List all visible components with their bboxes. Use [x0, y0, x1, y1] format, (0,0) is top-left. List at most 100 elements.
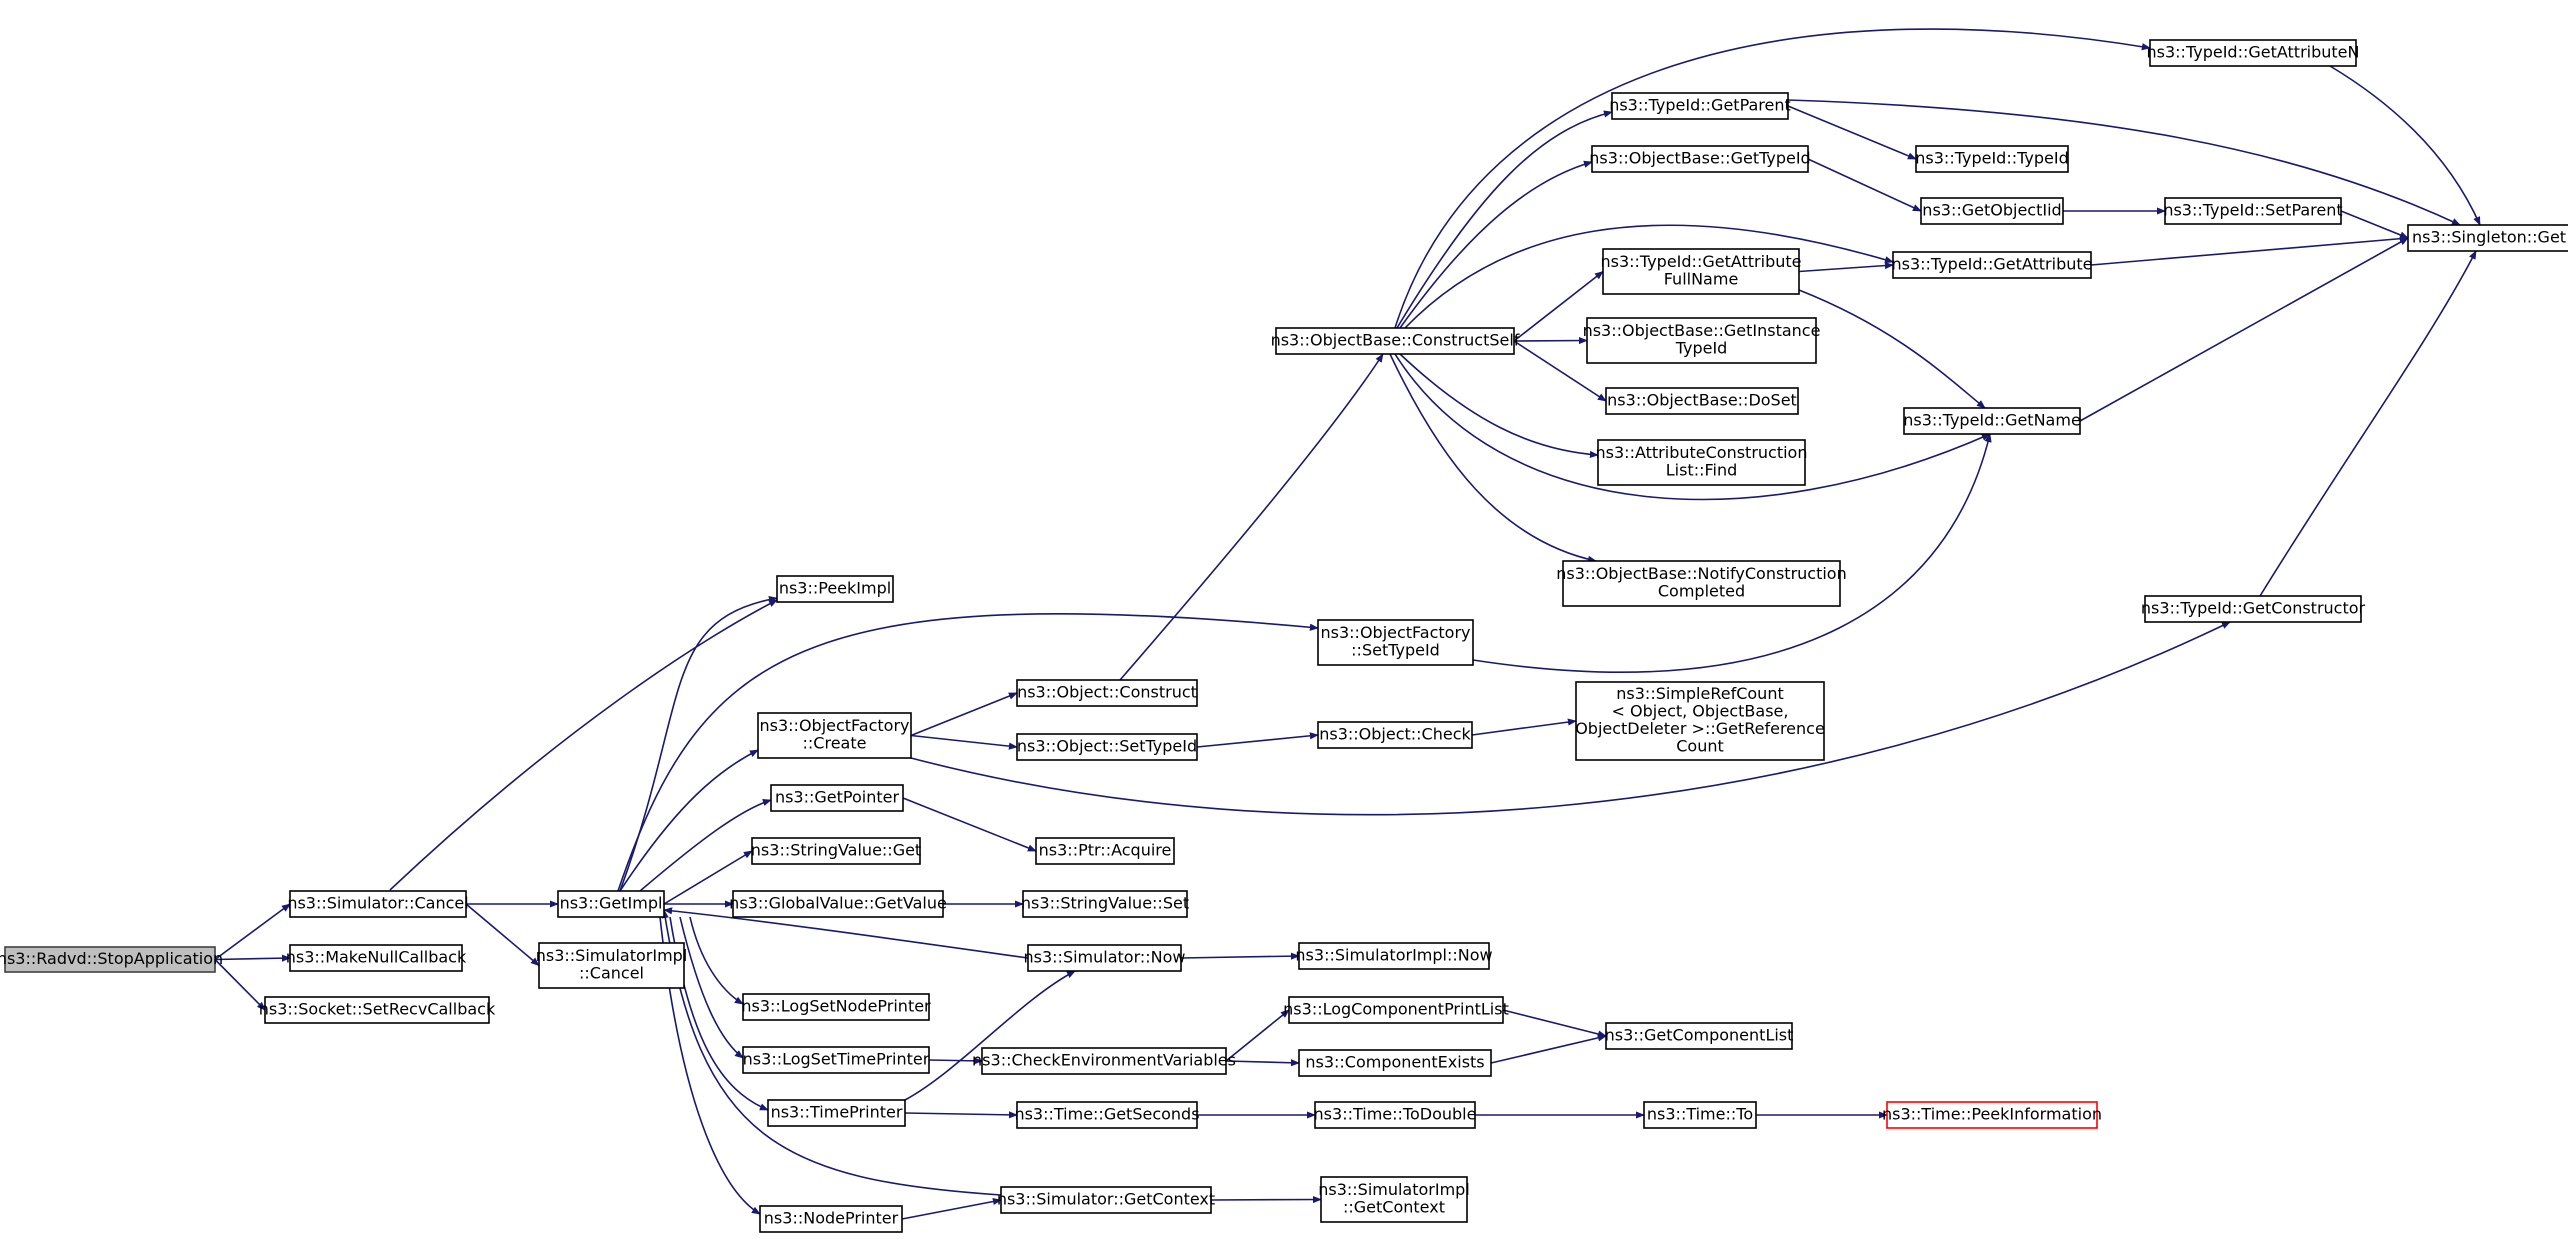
node-box [1016, 679, 1198, 707]
edge-objectbase-gettypeid-to-getobjectiid [1807, 158, 1922, 212]
edges [214, 28, 2481, 1220]
node-box [1611, 92, 1789, 120]
node-constructself[interactable]: ns3::ObjectBase::ConstructSelf [1271, 327, 1520, 355]
node-make-null-cb[interactable]: ns3::MakeNullCallback [286, 944, 467, 972]
node-stringvalue-get[interactable]: ns3::StringValue::Get [751, 837, 921, 865]
node-sim-cancel[interactable]: ns3::Simulator::Cancel [287, 890, 469, 918]
node-logsettimeprinter[interactable]: ns3::LogSetTimePrinter [742, 1046, 930, 1074]
node-singleton-get[interactable]: ns3::Singleton::Get [2407, 224, 2568, 252]
node-box [2149, 39, 2357, 67]
node-objectbase-notify[interactable]: ns3::ObjectBase::NotifyConstructionCompl… [1556, 560, 1847, 607]
node-typeid-typeid[interactable]: ns3::TypeId::TypeId [1915, 145, 2069, 173]
edge-simulator-now-to-getimpl [663, 907, 1029, 959]
edge-getimpl-to-objfactory-settypeid [617, 612, 1319, 892]
node-simplerefcount[interactable]: ns3::SimpleRefCount< Object, ObjectBase,… [1575, 681, 1825, 761]
node-label: ::GetContext [1343, 1198, 1445, 1217]
node-box [557, 890, 665, 918]
node-nodeprinter[interactable]: ns3::NodePrinter [759, 1205, 903, 1233]
node-label: ns3::CheckEnvironmentVariables [972, 1050, 1236, 1069]
node-label: ns3::GetComponentList [1605, 1025, 1794, 1044]
node-getpointer[interactable]: ns3::GetPointer [770, 784, 904, 812]
node-box [289, 944, 463, 972]
node-label: ns3::TypeId::GetConstructor [2141, 598, 2366, 617]
node-box [1597, 439, 1806, 486]
node-socket-setrecv[interactable]: ns3::Socket::SetRecvCallback [259, 996, 496, 1024]
edge-getimpl-to-logsettimeprinter [679, 916, 744, 1059]
node-time-peekinformation[interactable]: ns3::Time::PeekInformation [1882, 1101, 2102, 1129]
edge-objfactory-create-to-object-construct [910, 692, 1018, 737]
node-time-getseconds[interactable]: ns3::Time::GetSeconds [1014, 1101, 1200, 1129]
node-typeid-getparent[interactable]: ns3::TypeId::GetParent [1609, 92, 1791, 120]
node-typeid-getname[interactable]: ns3::TypeId::GetName [1903, 407, 2081, 435]
node-simulator-now[interactable]: ns3::Simulator::Now [1024, 944, 1186, 972]
node-timeprinter[interactable]: ns3::TimePrinter [767, 1099, 906, 1127]
node-logsetnodeprinter[interactable]: ns3::LogSetNodePrinter [741, 993, 931, 1021]
node-ptr-acquire[interactable]: ns3::Ptr::Acquire [1035, 837, 1175, 865]
node-box [1903, 407, 2081, 435]
node-getimpl[interactable]: ns3::GetImpl [557, 890, 665, 918]
node-label: ns3::Object::Check [1319, 724, 1471, 743]
node-label: ns3::TypeId::GetName [1903, 410, 2081, 429]
node-box [1562, 560, 1841, 607]
node-typeid-setparent[interactable]: ns3::TypeId::SetParent [2163, 197, 2343, 225]
node-radvd-stop[interactable]: ns3::Radvd::StopApplication [0, 946, 223, 973]
node-box [2144, 595, 2362, 623]
node-box [742, 1046, 930, 1074]
node-objfactory-create[interactable]: ns3::ObjectFactory::Create [757, 712, 912, 759]
node-label: ns3::Time::PeekInformation [1882, 1104, 2102, 1123]
node-checkenv[interactable]: ns3::CheckEnvironmentVariables [972, 1047, 1236, 1075]
node-typeid-getconstructor[interactable]: ns3::TypeId::GetConstructor [2141, 595, 2366, 623]
node-label: ns3::SimpleRefCount [1616, 684, 1783, 703]
node-time-to[interactable]: ns3::Time::To [1643, 1101, 1757, 1129]
node-typeid-getattributen[interactable]: ns3::TypeId::GetAttributeN [2147, 39, 2360, 67]
node-label: ns3::ObjectBase::GetInstance [1583, 321, 1821, 340]
node-simulator-getcontext[interactable]: ns3::Simulator::GetContext [997, 1186, 1215, 1214]
node-stringvalue-set[interactable]: ns3::StringValue::Set [1021, 890, 1189, 918]
node-objectbase-gettypeid[interactable]: ns3::ObjectBase::GetTypeId [1589, 145, 1811, 173]
node-simimpl-cancel[interactable]: ns3::SimulatorImpl::Cancel [536, 942, 688, 989]
node-peekimpl[interactable]: ns3::PeekImpl [776, 575, 894, 603]
edge-radvd-stop-to-sim-cancel [214, 903, 291, 961]
edge-constructself-to-attrconstlist-find [1399, 353, 1599, 458]
node-typeid-getattribute[interactable]: ns3::TypeId::GetAttribute [1891, 251, 2093, 279]
node-time-todouble[interactable]: ns3::Time::ToDouble [1314, 1101, 1477, 1129]
node-globalvalue-getvalue[interactable]: ns3::GlobalValue::GetValue [729, 890, 947, 918]
node-label: ns3::Radvd::StopApplication [0, 949, 223, 968]
edge-logsettimeprinter-to-checkenv [928, 1057, 983, 1065]
node-label: ns3::SimulatorImpl [536, 946, 688, 965]
edge-checkenv-to-componentexists [1225, 1059, 1300, 1067]
node-box [1022, 890, 1188, 918]
node-logcomponentprintlist[interactable]: ns3::LogComponentPrintList [1283, 996, 1509, 1024]
node-box [767, 1099, 906, 1127]
node-box [1602, 248, 1800, 295]
edge-constructself-to-objectbase-gettypeid [1399, 160, 1593, 329]
node-object-construct[interactable]: ns3::Object::Construct [1016, 679, 1198, 707]
node-box [1298, 1049, 1492, 1077]
node-label: List::Find [1666, 461, 1738, 480]
node-object-settypeid[interactable]: ns3::Object::SetTypeId [1016, 733, 1198, 761]
node-label: ns3::GetPointer [775, 787, 900, 806]
node-box [1886, 1101, 2098, 1129]
node-getobjectiid[interactable]: ns3::GetObjectIid [1920, 197, 2064, 225]
node-label: ::SetTypeId [1351, 641, 1440, 660]
node-object-check[interactable]: ns3::Object::Check [1317, 721, 1473, 749]
node-label: Count [1676, 737, 1724, 756]
edge-sim-cancel-to-peekimpl [389, 599, 778, 891]
node-simimpl-now[interactable]: ns3::SimulatorImpl::Now [1295, 942, 1493, 970]
node-label: ns3::ObjectFactory [1321, 623, 1471, 642]
edge-typeid-getparent-to-singleton-get [1787, 99, 2461, 226]
node-box [759, 1205, 903, 1233]
node-box [1035, 837, 1175, 865]
node-objectbase-doset[interactable]: ns3::ObjectBase::DoSet [1605, 387, 1799, 415]
node-getcomponentlist[interactable]: ns3::GetComponentList [1605, 1022, 1794, 1050]
nodes: ns3::Radvd::StopApplicationns3::Simulato… [0, 39, 2568, 1233]
edge-typeid-getattributen-to-singleton-get [2329, 65, 2481, 226]
node-objfactory-settypeid[interactable]: ns3::ObjectFactory::SetTypeId [1317, 619, 1474, 666]
node-componentexists[interactable]: ns3::ComponentExists [1298, 1049, 1492, 1077]
node-label: ns3::LogComponentPrintList [1283, 999, 1509, 1018]
edge-getimpl-to-stringvalue-get [663, 850, 753, 905]
node-simimpl-getcontext[interactable]: ns3::SimulatorImpl::GetContext [1318, 1176, 1470, 1223]
